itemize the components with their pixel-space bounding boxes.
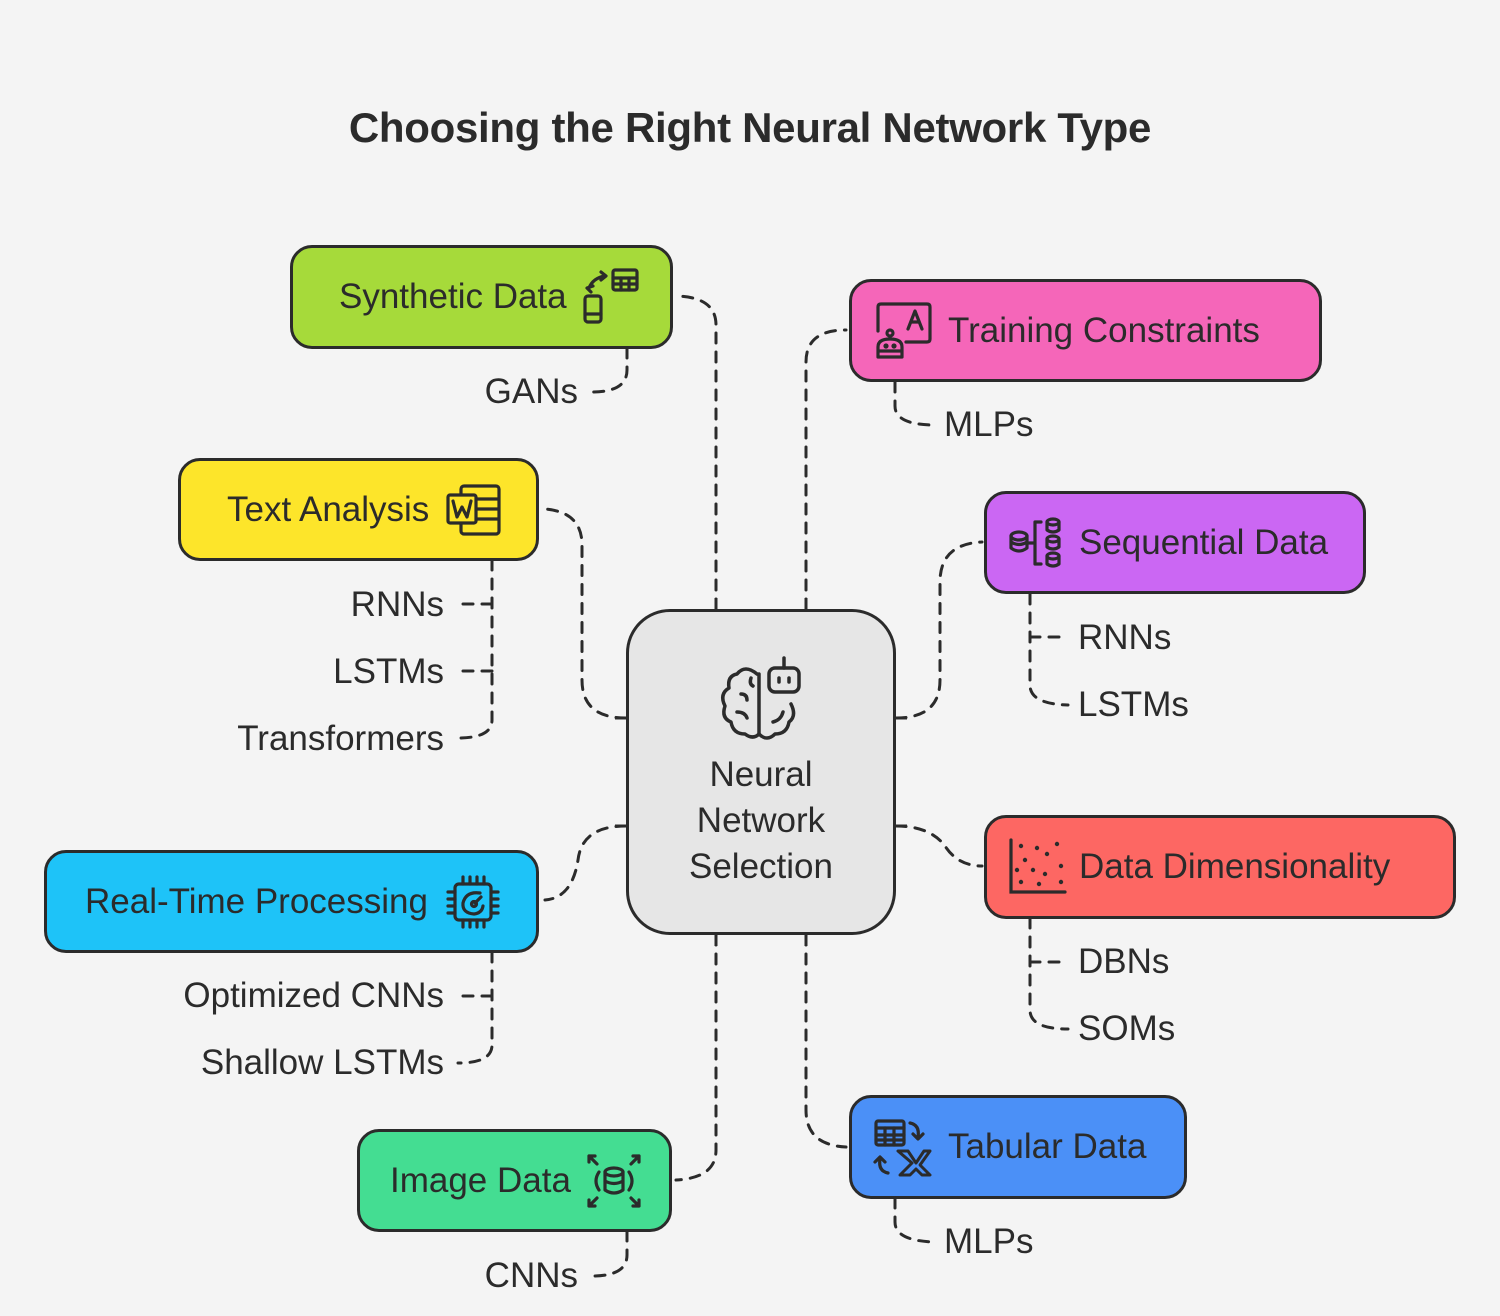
branch-label: Training Constraints [948,310,1260,350]
connector-image-data [674,933,718,1182]
branch-label: Data Dimensionality [1079,847,1391,886]
scatter-plot-icon [1009,838,1067,894]
center-label-line: Network [696,801,826,840]
chip-gauge-icon [446,874,500,929]
branch-synthetic-data[interactable]: Synthetic Data [290,245,673,349]
leaf-connector-rt-leaves [456,950,494,1065]
branch-training-constraints[interactable]: Training Constraints [849,279,1322,382]
leaf-rnns: RNNs [350,585,444,624]
word-document-icon [446,483,501,536]
branch-label: Image Data [390,1160,571,1200]
branch-tabular-data[interactable]: Tabular Data [849,1095,1187,1199]
leaf-soms: SOMs [1078,1009,1176,1048]
branch-text-analysis[interactable]: Text Analysis [178,458,539,561]
leaf-lstms: LSTMs [333,652,444,691]
leaf-cnns: CNNs [484,1256,578,1295]
leaf-connector-dim-leaves [1028,916,1070,1031]
leaf-mlps: MLPs [944,405,1034,444]
connector-synthetic-data [674,294,718,611]
branch-label: Real-Time Processing [85,881,428,921]
connector-tabular-data [804,933,848,1149]
branch-label: Synthetic Data [339,277,567,316]
database-expand-icon [587,1153,641,1208]
robot-presenter-icon [876,301,932,359]
leaf-connector-gans [590,346,629,394]
connector-sequential-data [894,540,984,720]
center-node[interactable]: Neural Network Selection [626,609,896,935]
connector-data-dimensionality [894,824,984,868]
branch-real-time-processing[interactable]: Real-Time Processing [44,850,539,953]
leaf-dbns: DBNs [1078,942,1170,981]
branch-image-data[interactable]: Image Data [357,1129,672,1232]
database-sequence-icon [1009,516,1061,568]
device-sync-table-icon [583,268,639,324]
branch-sequential-data[interactable]: Sequential Data [984,491,1366,594]
leaf-optimized-cnns: Optimized CNNs [183,976,444,1015]
leaf-lstms: LSTMs [1078,685,1189,724]
connector-text-analysis [543,507,628,720]
leaf-connector-text-leaves [456,558,494,740]
leaf-shallow-lstms: Shallow LSTMs [200,1043,444,1082]
spreadsheet-transform-icon [873,1119,932,1177]
leaf-mlps: MLPs [944,1222,1034,1261]
brain-robot-icon [721,656,801,740]
diagram-title: Choosing the Right Neural Network Type [348,104,1152,151]
center-label: Neural Network Selection [689,752,833,890]
connector-training-constraints [804,328,848,611]
leaf-connector-mlps-bottom [893,1196,937,1244]
leaf-connector-cnns [590,1229,629,1278]
leaf-gans: GANs [484,372,578,411]
leaf-transformers: Transformers [237,719,444,758]
branch-label: Tabular Data [948,1127,1147,1166]
leaf-connector-mlps-top [893,380,937,427]
leaf-connector-seq-leaves [1028,592,1070,707]
branch-label: Sequential Data [1079,522,1329,562]
branch-label: Text Analysis [227,489,430,529]
center-label-line: Neural [709,755,813,794]
branch-data-dimensionality[interactable]: Data Dimensionality [984,815,1456,919]
center-label-line: Selection [689,847,833,886]
leaf-rnns: RNNs [1078,618,1172,657]
connector-real-time-processing [543,824,628,902]
